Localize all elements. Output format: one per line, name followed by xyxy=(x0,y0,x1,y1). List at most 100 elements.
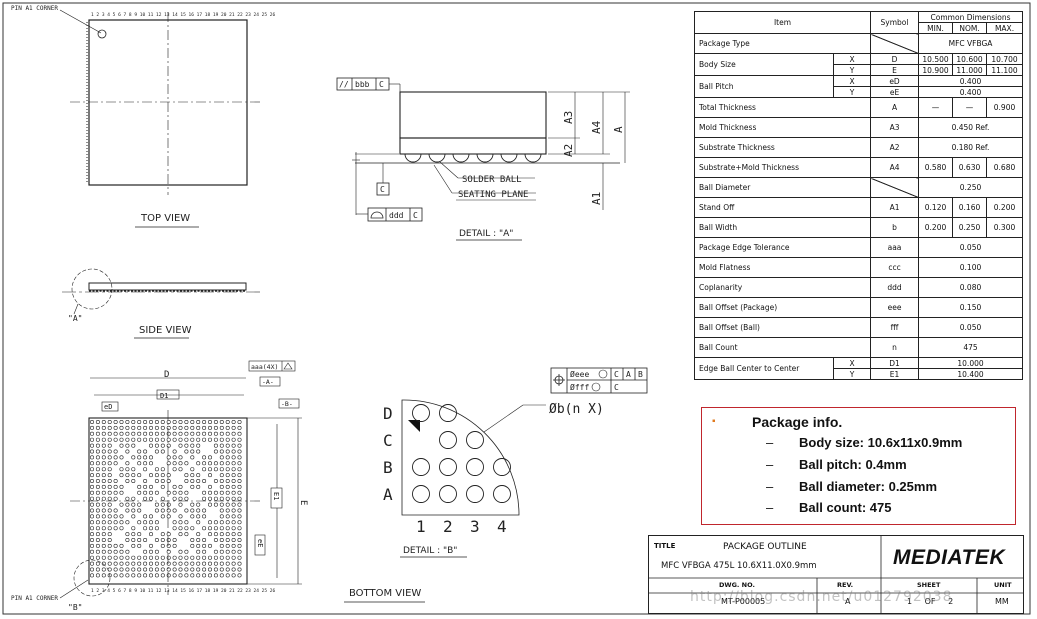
solder-ball xyxy=(190,473,195,478)
solder-ball xyxy=(90,508,95,513)
solder-ball xyxy=(137,502,142,507)
solder-ball xyxy=(149,573,154,578)
solder-ball xyxy=(196,473,201,478)
solder-ball xyxy=(237,437,242,442)
solder-ball xyxy=(119,455,124,460)
package-info-box: ▪ Package info. –Body size: 10.6x11x0.9m… xyxy=(701,407,1016,525)
solder-ball xyxy=(113,478,118,483)
solder-ball xyxy=(160,508,165,513)
solder-ball xyxy=(160,478,165,483)
row-ball-count: Ball Count n 475 xyxy=(693,337,1024,358)
solder-ball xyxy=(101,508,106,513)
solder-ball xyxy=(125,478,130,483)
solder-ball xyxy=(172,561,177,566)
rev-label: REV. xyxy=(837,581,854,589)
solder-ball xyxy=(107,455,112,460)
solder-ball xyxy=(101,425,106,430)
solder-ball xyxy=(208,419,213,424)
solder-ball xyxy=(119,549,124,554)
solder-ball xyxy=(237,449,242,454)
solder-ball xyxy=(131,561,136,566)
solder-ball xyxy=(160,532,165,537)
solder-ball xyxy=(225,461,230,466)
solder-ball xyxy=(125,573,130,578)
solder-ball xyxy=(208,484,213,489)
dim-a2: A2 xyxy=(562,144,575,157)
solder-ball xyxy=(143,573,148,578)
solder-ball xyxy=(178,461,183,466)
solder-ball xyxy=(178,561,183,566)
solder-ball xyxy=(184,567,189,572)
solder-ball xyxy=(101,473,106,478)
solder-ball xyxy=(231,549,236,554)
solder-ball xyxy=(202,526,207,531)
solder-ball xyxy=(219,443,224,448)
solder-ball xyxy=(178,502,183,507)
solder-ball xyxy=(231,437,236,442)
solder-ball xyxy=(160,419,165,424)
solder-ball xyxy=(237,467,242,472)
solder-ball xyxy=(237,561,242,566)
solder-ball xyxy=(225,425,230,430)
solder-ball xyxy=(184,561,189,566)
solder-ball xyxy=(137,461,142,466)
solder-ball xyxy=(225,502,230,507)
solder-ball xyxy=(225,490,230,495)
solder-ball xyxy=(137,490,142,495)
solder-ball xyxy=(213,573,218,578)
solder-ball xyxy=(131,526,136,531)
detail-b-ball xyxy=(493,485,511,503)
solder-ball xyxy=(137,437,142,442)
solder-ball xyxy=(160,567,165,572)
solder-ball xyxy=(143,549,148,554)
solder-ball xyxy=(113,514,118,519)
solder-ball xyxy=(160,537,165,542)
solder-ball xyxy=(178,437,183,442)
solder-ball xyxy=(190,573,195,578)
solder-ball xyxy=(90,537,95,542)
datum-a-label: -A- xyxy=(262,378,274,386)
solder-ball xyxy=(160,514,165,519)
solder-ball xyxy=(154,419,159,424)
solder-ball xyxy=(107,419,112,424)
solder-ball xyxy=(95,461,100,466)
solder-ball xyxy=(154,437,159,442)
solder-ball xyxy=(166,478,171,483)
solder-ball xyxy=(208,461,213,466)
solder-ball xyxy=(190,484,195,489)
row-substrate-thickness: Substrate Thickness A2 0.180 Ref. xyxy=(693,137,1024,158)
solder-ball xyxy=(208,573,213,578)
row-ball-width: Ball Width b 0.200 0.250 0.300 xyxy=(693,217,1024,238)
solder-ball xyxy=(137,567,142,572)
solder-ball xyxy=(119,467,124,472)
solder-ball xyxy=(90,573,95,578)
solder-ball xyxy=(208,567,213,572)
solder-ball xyxy=(213,561,218,566)
solder-ball xyxy=(166,473,171,478)
solder-ball xyxy=(166,502,171,507)
solder-ball xyxy=(172,449,177,454)
solder-ball xyxy=(178,490,183,495)
solder-ball xyxy=(107,461,112,466)
solder-ball xyxy=(190,514,195,519)
solder-ball xyxy=(154,520,159,525)
solder-ball xyxy=(231,467,236,472)
solder-ball xyxy=(131,537,136,542)
solder-ball xyxy=(113,508,118,513)
solder-ball xyxy=(219,567,224,572)
row-mold-flatness: Mold Flatness ccc 0.100 xyxy=(693,257,1024,278)
solder-ball xyxy=(149,419,154,424)
bbb-label: bbb xyxy=(355,80,370,89)
solder-ball xyxy=(95,537,100,542)
solder-ball xyxy=(107,496,112,501)
solder-ball xyxy=(107,431,112,436)
solder-ball xyxy=(166,461,171,466)
dim-a3: A3 xyxy=(562,111,575,124)
solder-ball xyxy=(137,473,142,478)
solder-ball xyxy=(196,419,201,424)
solder-ball xyxy=(237,549,242,554)
solder-ball xyxy=(149,514,154,519)
solder-ball xyxy=(95,543,100,548)
solder-ball xyxy=(202,496,207,501)
solder-ball xyxy=(231,443,236,448)
